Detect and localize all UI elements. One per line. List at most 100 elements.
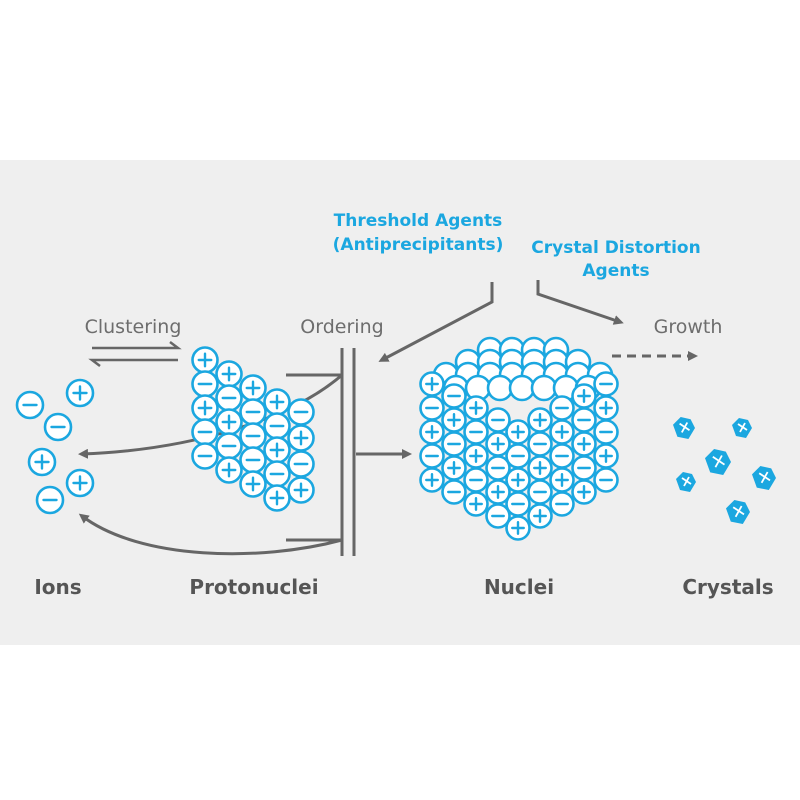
protonucleus-ion <box>191 442 219 470</box>
nucleus-ion <box>571 407 597 433</box>
distortion-agents-label: Agents <box>582 261 649 281</box>
protonucleus-ion <box>263 412 291 440</box>
nucleus-ion <box>527 455 553 481</box>
protonucleus-ion <box>287 450 315 478</box>
nucleus-ion <box>571 479 597 505</box>
protonuclei-cluster <box>191 346 315 512</box>
nucleus-ion <box>549 491 575 517</box>
nucleus-ion <box>505 443 531 469</box>
ion <box>27 447 57 477</box>
nucleus-ion <box>505 491 531 517</box>
stage-ions-label: Ions <box>34 575 81 599</box>
equilibrium-arrows <box>88 341 182 367</box>
protonucleus-ion <box>191 418 219 446</box>
nucleus-ion <box>549 467 575 493</box>
crystal-particle <box>732 418 752 438</box>
nucleus-ion <box>463 443 489 469</box>
nucleus-ion <box>463 419 489 445</box>
nucleus-ion <box>505 515 531 541</box>
protonucleus-ion <box>239 470 267 498</box>
crystal-particle <box>673 417 695 439</box>
ion <box>35 485 65 515</box>
nucleus-top-sphere <box>530 374 558 402</box>
protonucleus-ion <box>191 394 219 422</box>
nucleus-ion <box>527 431 553 457</box>
growth-label: Growth <box>654 316 723 338</box>
protonucleus-ion <box>263 388 291 416</box>
crystal-particle <box>705 449 731 475</box>
nucleus-ion <box>571 383 597 409</box>
protonucleus-ion <box>215 360 243 388</box>
crystal-particle <box>726 500 750 524</box>
protonucleus-ion <box>263 460 291 488</box>
nucleus-ion <box>463 491 489 517</box>
nucleus-ion <box>441 431 467 457</box>
nucleus-ion <box>571 455 597 481</box>
protonucleus-ion <box>263 436 291 464</box>
protonucleus-ion <box>287 424 315 452</box>
nucleus-ion <box>527 479 553 505</box>
nucleus-ion <box>419 419 445 445</box>
nucleus-ion <box>419 467 445 493</box>
nucleus-ion <box>527 503 553 529</box>
ordering-label: Ordering <box>300 316 383 338</box>
protonucleus-ion <box>191 346 219 374</box>
protonucleus-ion <box>287 398 315 426</box>
nucleus-ion <box>485 479 511 505</box>
stage-protonuclei-label: Protonuclei <box>189 575 318 599</box>
protonucleus-ion <box>191 370 219 398</box>
protonucleus-ion <box>263 484 291 512</box>
nucleus-ion <box>593 467 619 493</box>
antiprecipitants-label: (Antiprecipitants) <box>333 235 504 255</box>
nucleus-ion <box>419 371 445 397</box>
crystal-distortion-label: Crystal Distortion <box>531 238 700 258</box>
nucleus-ion <box>527 407 553 433</box>
crystal-particle <box>752 466 776 490</box>
nucleus-ion <box>419 443 445 469</box>
protonucleus-ion <box>239 446 267 474</box>
nucleus-ion <box>549 443 575 469</box>
protonucleus-ion <box>215 384 243 412</box>
protonucleus-ion <box>215 408 243 436</box>
protonucleus-ion <box>239 398 267 426</box>
ions-group <box>15 378 95 515</box>
nucleus-ion <box>549 395 575 421</box>
protonucleus-ion <box>239 422 267 450</box>
nucleus-ion <box>441 407 467 433</box>
diagram-panel <box>0 160 800 645</box>
nucleus-ion <box>463 395 489 421</box>
nucleus-ion <box>593 371 619 397</box>
distortion-arrow <box>536 280 624 325</box>
threshold-agents-label: Threshold Agents <box>334 211 503 231</box>
ion <box>15 390 45 420</box>
nuclei-cluster <box>419 336 619 541</box>
nucleus-ion <box>419 395 445 421</box>
crystal-particle <box>676 472 696 492</box>
threshold-arrow <box>378 282 494 362</box>
nucleus-ion <box>463 467 489 493</box>
protonucleus-ion <box>215 456 243 484</box>
nucleus-ion <box>485 503 511 529</box>
nucleus-top-sphere <box>508 374 536 402</box>
nucleus-ion <box>593 395 619 421</box>
clustering-label: Clustering <box>85 316 182 338</box>
ion <box>43 412 73 442</box>
nucleus-top-sphere <box>486 374 514 402</box>
nucleus-ion <box>505 419 531 445</box>
ion <box>65 378 95 408</box>
nucleus-ion <box>505 467 531 493</box>
stage-crystals-label: Crystals <box>682 575 773 599</box>
stage-nuclei-label: Nuclei <box>484 575 554 599</box>
protonucleus-ion <box>239 374 267 402</box>
ion <box>65 468 95 498</box>
nucleus-ion <box>441 455 467 481</box>
protonucleus-ion <box>287 476 315 504</box>
nucleus-ion <box>549 419 575 445</box>
crystals-group <box>673 417 776 524</box>
protonucleus-ion <box>215 432 243 460</box>
nucleus-ion <box>571 431 597 457</box>
nucleus-ion <box>593 443 619 469</box>
ordering-barrier <box>286 348 356 556</box>
nucleus-ion <box>441 479 467 505</box>
